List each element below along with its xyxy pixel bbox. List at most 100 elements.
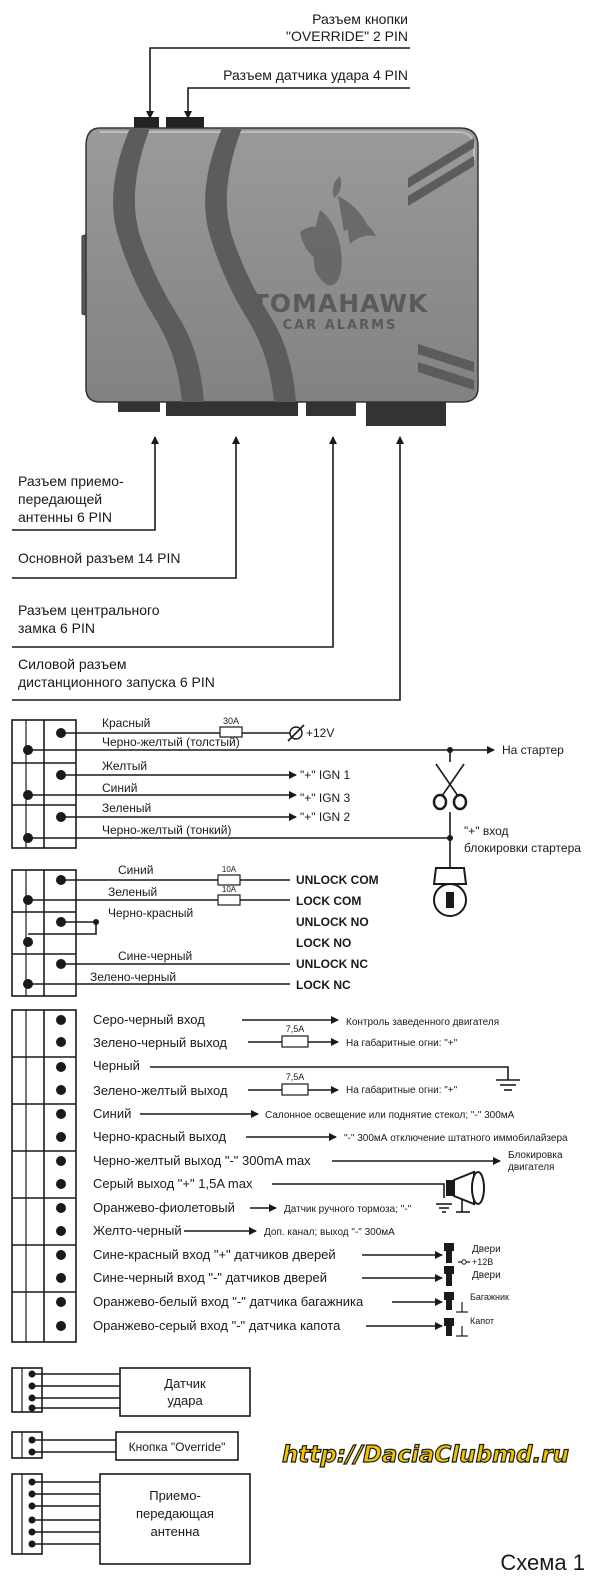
brand-sub: CAR ALARMS [283, 318, 398, 333]
main-block: Серо-черный вход Контроль заведенного дв… [11, 1009, 568, 1343]
svg-text:Красный: Красный [102, 716, 150, 730]
svg-text:Черно-желтый (тонкий): Черно-желтый (тонкий) [102, 823, 231, 837]
svg-text:Черно-красный выход: Черно-красный выход [93, 1129, 226, 1144]
svg-text:Синий: Синий [118, 863, 153, 877]
power-connector [366, 402, 446, 426]
override-pointer-line [146, 47, 410, 119]
ground-icon [436, 1203, 452, 1213]
svg-text:Разъем центрального: Разъем центрального [18, 602, 160, 618]
main-connector-label: Основной разъем 14 PIN [12, 436, 240, 579]
svg-text:Контроль заведенного двигателя: Контроль заведенного двигателя [346, 1017, 499, 1028]
svg-text:Сине-черный вход "-" датчиков: Сине-черный вход "-" датчиков дверей [93, 1270, 327, 1285]
unit-stripe-right [205, 128, 296, 402]
override-button-connector: Кнопка "Override" [11, 1431, 239, 1461]
svg-text:Зелено-желтый выход: Зелено-желтый выход [93, 1083, 228, 1098]
antenna-connector-diagram: Приемо- передающая антенна [11, 1473, 251, 1565]
svg-text:замка 6 PIN: замка 6 PIN [18, 620, 95, 636]
svg-text:Двери: Двери [472, 1270, 501, 1281]
svg-text:Серый выход "+" 1,5A max: Серый выход "+" 1,5A max [93, 1176, 253, 1191]
unit-stripe-left [113, 128, 204, 402]
hood-switch-icon [444, 1318, 468, 1337]
shock-label: Разъем датчика удара 4 PIN [223, 67, 408, 83]
svg-text:Серо-черный вход: Серо-черный вход [93, 1012, 205, 1027]
svg-text:Зелено-черный выход: Зелено-черный выход [93, 1035, 227, 1050]
svg-text:Черно-красный: Черно-красный [108, 906, 193, 920]
svg-text:блокировки стартера: блокировки стартера [464, 841, 581, 855]
shock-connector-label: Разъем датчика удара 4 PIN [184, 67, 410, 119]
svg-text:Зеленый: Зеленый [102, 801, 151, 815]
svg-text:Датчик: Датчик [164, 1376, 206, 1391]
svg-text:Багажник: Багажник [470, 1292, 509, 1302]
antenna-connector-label: Разъем приемо- передающей антенны 6 PIN [12, 436, 159, 531]
svg-text:"-" 300мА отключение штатного: "-" 300мА отключение штатного иммобилайз… [344, 1132, 568, 1144]
trunk-switch-icon [444, 1292, 468, 1313]
svg-text:UNLOCK NO: UNLOCK NO [296, 915, 369, 929]
svg-text:антенна: антенна [150, 1524, 200, 1539]
svg-text:UNLOCK COM: UNLOCK COM [296, 873, 379, 887]
ground-icon [496, 1079, 520, 1091]
svg-text:Желто-черный: Желто-черный [93, 1223, 182, 1238]
svg-text:Синий: Синий [93, 1106, 131, 1121]
svg-text:Черно-желтый выход "-" 300mA m: Черно-желтый выход "-" 300mA max [93, 1153, 311, 1168]
svg-text:Зелено-черный: Зелено-черный [90, 970, 176, 984]
ignition-switch-icon [432, 867, 468, 917]
svg-text:дистанционного запуска 6 PIN: дистанционного запуска 6 PIN [18, 674, 215, 690]
svg-text:"+" IGN 3: "+" IGN 3 [300, 791, 351, 805]
power-block: 30A +12V Красный Черно-желтый (толстый) … [11, 716, 581, 917]
svg-text:Разъем приемо-: Разъем приемо- [18, 473, 124, 489]
svg-text:LOCK COM: LOCK COM [296, 894, 361, 908]
svg-text:Сине-красный вход "+" датчиков: Сине-красный вход "+" датчиков дверей [93, 1247, 336, 1262]
svg-text:удара: удара [167, 1393, 203, 1408]
svg-text:Оранжево-серый вход "-" датчик: Оранжево-серый вход "-" датчика капота [93, 1318, 341, 1333]
svg-text:Зеленый: Зеленый [108, 885, 157, 899]
svg-text:"+" IGN 1: "+" IGN 1 [300, 768, 351, 782]
alarm-unit: TOMAHAWK CAR ALARMS [81, 117, 479, 426]
main-connector [166, 402, 298, 416]
scissors-icon [432, 763, 468, 811]
svg-text:Желтый: Желтый [102, 759, 147, 773]
lock-connector-label: Разъем центрального замка 6 PIN [12, 436, 337, 648]
svg-text:передающей: передающей [18, 491, 102, 507]
siren-icon [446, 1170, 485, 1213]
override-connector [134, 117, 159, 129]
svg-text:Основной разъем 14 PIN: Основной разъем 14 PIN [18, 550, 180, 566]
lock-block: 10A Синий UNLOCK COM 10A Зеленый LOCK CO… [11, 863, 379, 997]
svg-text:На габаритные огни: "+": На габаритные огни: "+" [346, 1084, 458, 1096]
svg-text:10A: 10A [222, 865, 237, 874]
svg-text:Доп. канал; выход "-" 300мА: Доп. канал; выход "-" 300мА [264, 1227, 395, 1238]
lock-connector [306, 402, 356, 416]
brand-name: TOMAHAWK [252, 289, 429, 318]
svg-text:Синий: Синий [102, 781, 137, 795]
svg-text:На габаритные огни: "+": На габаритные огни: "+" [346, 1037, 458, 1049]
svg-text:"+" вход: "+" вход [464, 824, 509, 838]
svg-text:Датчик ручного тормоза; "-": Датчик ручного тормоза; "-" [284, 1204, 412, 1215]
svg-text:Блокировка: Блокировка [508, 1150, 563, 1161]
override-label-line1: Разъем кнопки [312, 11, 408, 27]
diagram-caption: Схема 1 [500, 1550, 585, 1575]
shock-connector [166, 117, 204, 129]
svg-text:антенны 6 PIN: антенны 6 PIN [18, 509, 112, 525]
svg-text:"+" IGN 2: "+" IGN 2 [300, 810, 351, 824]
svg-text:Приемо-: Приемо- [149, 1488, 201, 1503]
svg-text:Оранжево-фиолетовый: Оранжево-фиолетовый [93, 1200, 235, 1215]
svg-text:Силовой разъем: Силовой разъем [18, 656, 127, 672]
shock-pointer-line [184, 87, 410, 119]
svg-text:Черно-желтый (толстый): Черно-желтый (толстый) [102, 735, 240, 749]
svg-text:передающая: передающая [136, 1506, 214, 1521]
power-connector-label: Силовой разъем дистанционного запуска 6 … [12, 436, 404, 701]
svg-text:+12V: +12V [306, 726, 334, 740]
svg-text:+12В: +12В [472, 1257, 493, 1267]
svg-text:Салонное освещение или подняти: Салонное освещение или поднятие стекол; … [265, 1110, 515, 1121]
svg-text:Двери: Двери [472, 1244, 501, 1255]
svg-text:Капот: Капот [470, 1316, 494, 1326]
svg-text:7,5A: 7,5A [286, 1024, 305, 1034]
svg-text:Оранжево-белый вход "-" датчик: Оранжево-белый вход "-" датчика багажник… [93, 1294, 364, 1309]
svg-text:двигателя: двигателя [508, 1162, 554, 1173]
override-label-line2: "OVERRIDE" 2 PIN [286, 28, 408, 44]
svg-text:30A: 30A [223, 716, 239, 726]
tomahawk-logo-icon [300, 176, 376, 286]
override-connector-label: Разъем кнопки "OVERRIDE" 2 PIN [146, 11, 410, 119]
svg-text:LOCK NO: LOCK NO [296, 936, 351, 950]
svg-text:На стартер: На стартер [502, 743, 564, 757]
